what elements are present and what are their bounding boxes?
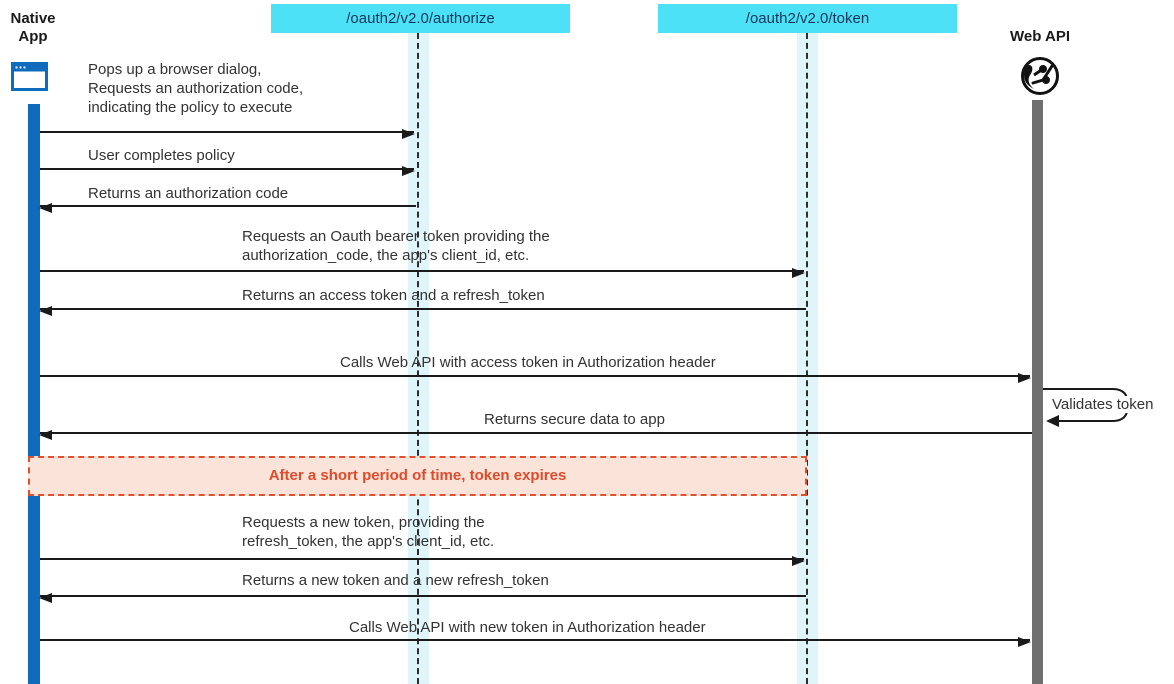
message-arrow-returns-code [39, 203, 416, 213]
message-arrow-call-api-new-token [40, 637, 1031, 647]
participant-token-endpoint: /oauth2/v2.0/token [658, 4, 957, 33]
native-app-activation-bar [28, 104, 40, 684]
arrowhead-icon [39, 430, 52, 440]
arrowhead-icon [1018, 373, 1031, 383]
arrowhead-icon [402, 129, 415, 139]
globe-network-icon [1019, 55, 1061, 102]
arrowhead-icon [402, 166, 415, 176]
message-label: Returns a new token and a new refresh_to… [242, 572, 549, 589]
message-label: User completes policy [88, 147, 235, 164]
message-arrow-call-api [40, 373, 1031, 383]
participant-web-api: Web API [1009, 28, 1070, 45]
message-arrow-returns-data [39, 430, 1032, 440]
arrowhead-icon [39, 203, 52, 213]
message-label: Calls Web API with access token in Autho… [340, 354, 716, 371]
participant-native-app: Native App [10, 10, 56, 45]
token-lifeline [806, 33, 808, 684]
participant-authorize-endpoint: /oauth2/v2.0/authorize [271, 4, 570, 33]
arrowhead-icon [792, 268, 805, 278]
message-label: Requests a new token, providing the refr… [242, 514, 495, 550]
message-arrow-user-completes [40, 166, 415, 176]
arrowhead-icon [39, 593, 52, 603]
message-arrow-refresh-request [40, 556, 805, 566]
message-label: Requests an Oauth bearer token providing… [242, 228, 550, 264]
message-label: Returns an access token and a refresh_to… [242, 287, 545, 304]
web-api-lifeline-bar [1032, 100, 1043, 684]
arrowhead-icon [792, 556, 805, 566]
message-arrow-token-request [40, 268, 805, 278]
note-token-expires: After a short period of time, token expi… [28, 456, 807, 496]
message-arrow-returns-new-tokens [39, 593, 806, 603]
message-label: Pops up a browser dialog, Requests an au… [88, 61, 304, 116]
message-arrow-returns-tokens [39, 306, 806, 316]
message-label: Calls Web API with new token in Authoriz… [349, 619, 706, 636]
browser-window-icon [11, 62, 48, 96]
message-label: Returns an authorization code [88, 185, 289, 202]
message-label-validates-token: Validates token [1052, 396, 1154, 413]
message-arrow-authorize-request [40, 129, 415, 139]
arrowhead-icon [39, 306, 52, 316]
arrowhead-icon [1018, 637, 1031, 647]
authorize-lifeline [417, 33, 419, 684]
message-label: Returns secure data to app [484, 411, 665, 428]
